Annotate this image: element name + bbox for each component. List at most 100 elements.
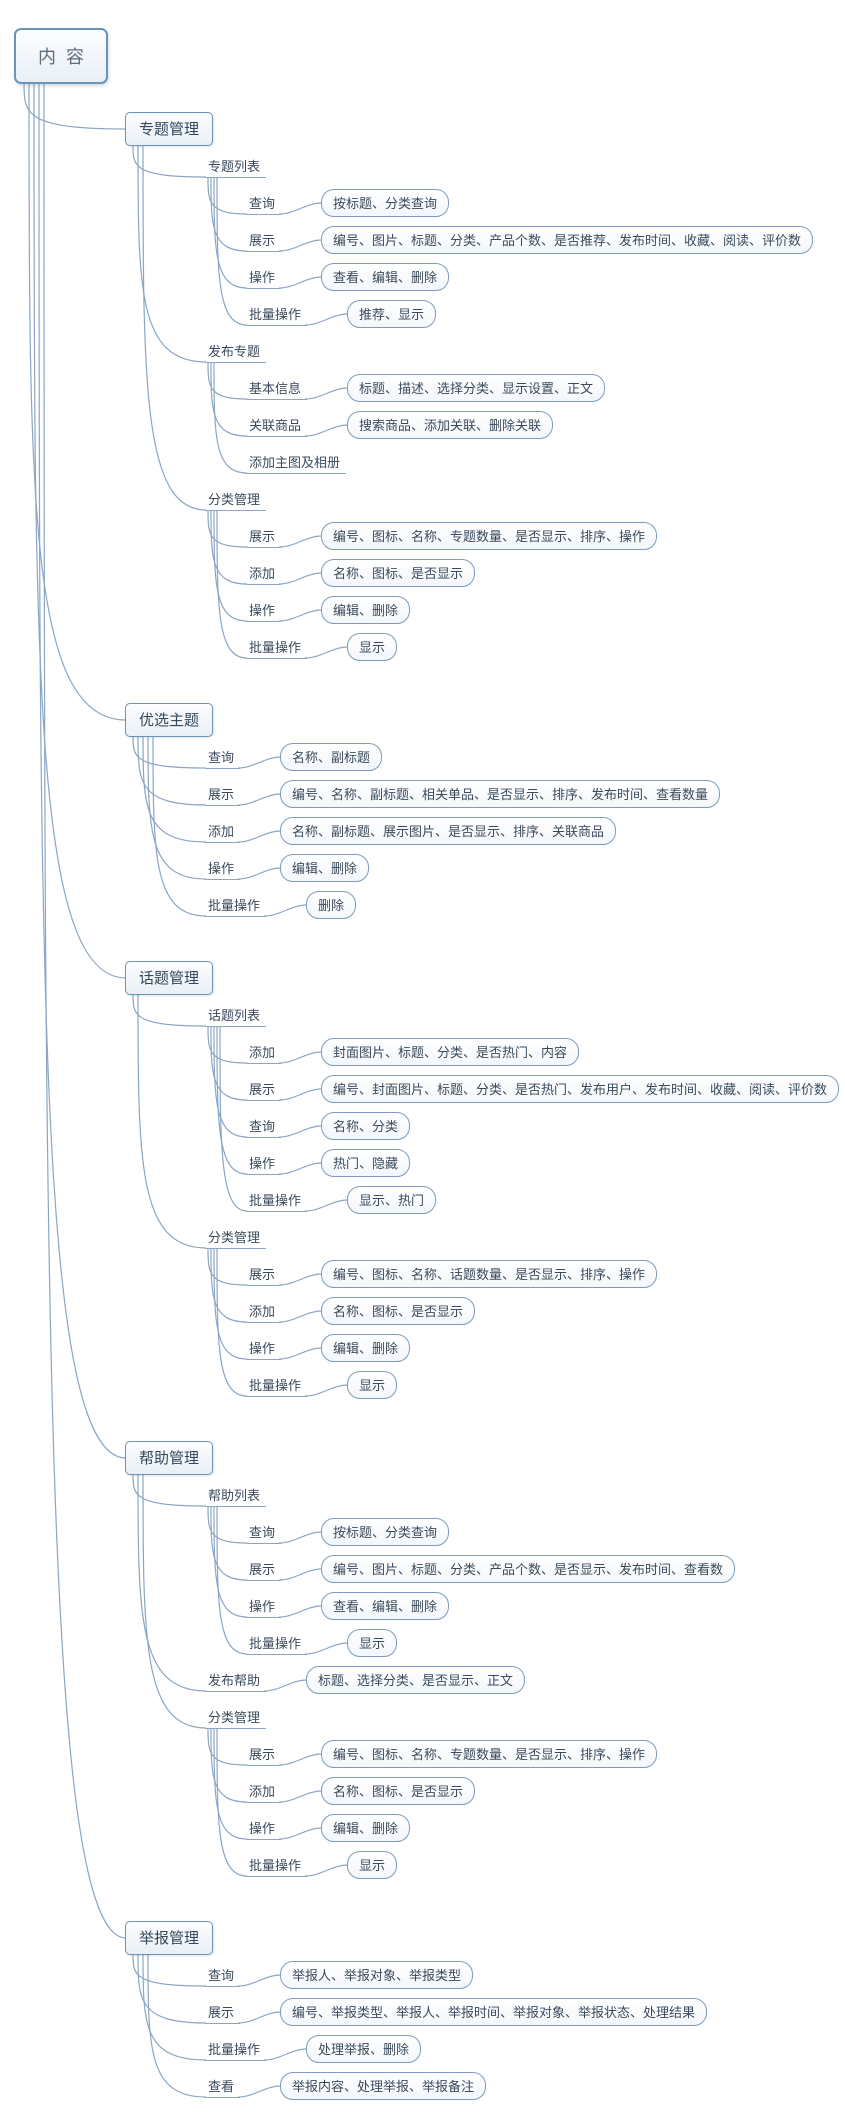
mindmap-node-topic[interactable]: 分类管理 bbox=[205, 488, 267, 511]
mindmap-node-topic[interactable]: 展示 bbox=[246, 229, 282, 252]
mindmap-node-topic[interactable]: 查询 bbox=[246, 1521, 282, 1544]
mindmap-node-detail[interactable]: 编辑、删除 bbox=[280, 854, 370, 882]
mindmap-node-topic[interactable]: 批量操作 bbox=[246, 1189, 308, 1212]
connector-line bbox=[137, 1473, 207, 1692]
mindmap-node-topic[interactable]: 展示 bbox=[205, 2001, 241, 2024]
mindmap-node-detail[interactable]: 显示 bbox=[347, 1629, 398, 1657]
mindmap-node-detail[interactable]: 查看、编辑、删除 bbox=[321, 263, 450, 291]
mindmap-node-topic[interactable]: 添加 bbox=[246, 1780, 282, 1803]
mindmap-node-detail[interactable]: 编号、图标、名称、专题数量、是否显示、排序、操作 bbox=[321, 1740, 658, 1768]
mindmap-node-topic[interactable]: 展示 bbox=[246, 1558, 282, 1581]
mindmap-node-detail[interactable]: 按标题、分类查询 bbox=[321, 1518, 450, 1546]
mindmap-node-detail[interactable]: 编号、图片、标题、分类、产品个数、是否显示、发布时间、查看数 bbox=[321, 1555, 736, 1583]
mindmap-node-root[interactable]: 内容 bbox=[14, 28, 108, 84]
mindmap-node-detail[interactable]: 热门、隐藏 bbox=[321, 1149, 411, 1177]
mindmap-node-detail[interactable]: 名称、副标题 bbox=[280, 743, 383, 771]
mindmap-node-topic[interactable]: 展示 bbox=[246, 1263, 282, 1286]
mindmap-node-topic[interactable]: 展示 bbox=[246, 525, 282, 548]
mindmap-node-branch[interactable]: 举报管理 bbox=[125, 1921, 214, 1955]
mindmap-node-topic[interactable]: 操作 bbox=[205, 857, 241, 880]
mindmap-node-detail[interactable]: 编号、举报类型、举报人、举报时间、举报对象、举报状态、处理结果 bbox=[280, 1998, 708, 2026]
mindmap-node-topic[interactable]: 查询 bbox=[246, 1115, 282, 1138]
mindmap-node-detail[interactable]: 处理举报、删除 bbox=[306, 2035, 422, 2063]
mindmap-node-topic[interactable]: 查询 bbox=[246, 192, 282, 215]
mindmap-node-detail[interactable]: 查看、编辑、删除 bbox=[321, 1592, 450, 1620]
connector-line bbox=[210, 176, 248, 252]
connector-line bbox=[304, 387, 349, 400]
mindmap-node-topic[interactable]: 展示 bbox=[246, 1743, 282, 1766]
mindmap-node-topic[interactable]: 操作 bbox=[246, 1817, 282, 1840]
mindmap-node-detail[interactable]: 标题、选择分类、是否显示、正文 bbox=[306, 1666, 526, 1694]
mindmap-node-topic[interactable]: 批量操作 bbox=[246, 1632, 308, 1655]
mindmap-node-detail[interactable]: 名称、分类 bbox=[321, 1112, 411, 1140]
mindmap-node-detail[interactable]: 编号、图标、名称、专题数量、是否显示、排序、操作 bbox=[321, 522, 658, 550]
mindmap-node-topic[interactable]: 添加 bbox=[246, 562, 282, 585]
mindmap-node-detail[interactable]: 编号、图标、名称、话题数量、是否显示、排序、操作 bbox=[321, 1260, 658, 1288]
mindmap-node-topic[interactable]: 专题列表 bbox=[205, 155, 267, 178]
connector-line bbox=[278, 1125, 323, 1138]
mindmap-node-detail[interactable]: 编辑、删除 bbox=[321, 596, 411, 624]
mindmap-node-detail[interactable]: 举报人、举报对象、举报类型 bbox=[280, 1961, 474, 1989]
mindmap-node-topic[interactable]: 批量操作 bbox=[246, 636, 308, 659]
mindmap-node-detail[interactable]: 编号、封面图片、标题、分类、是否热门、发布用户、发布时间、收藏、阅读、评价数 bbox=[321, 1075, 840, 1103]
mindmap-node-detail[interactable]: 名称、图标、是否显示 bbox=[321, 1777, 476, 1805]
mindmap-node-detail[interactable]: 显示 bbox=[347, 1851, 398, 1879]
mindmap-node-topic[interactable]: 分类管理 bbox=[205, 1706, 267, 1729]
connector-line bbox=[278, 1568, 323, 1581]
mindmap-node-topic[interactable]: 添加 bbox=[246, 1300, 282, 1323]
mindmap-node-topic[interactable]: 基本信息 bbox=[246, 377, 308, 400]
mindmap-node-detail[interactable]: 编号、图片、标题、分类、产品个数、是否推荐、发布时间、收藏、阅读、评价数 bbox=[321, 226, 814, 254]
mindmap-node-topic[interactable]: 添加 bbox=[246, 1041, 282, 1064]
mindmap-node-topic[interactable]: 话题列表 bbox=[205, 1004, 267, 1027]
mindmap-node-detail[interactable]: 名称、图标、是否显示 bbox=[321, 559, 476, 587]
mindmap-node-detail[interactable]: 名称、图标、是否显示 bbox=[321, 1297, 476, 1325]
mindmap-node-topic[interactable]: 批量操作 bbox=[246, 1854, 308, 1877]
mindmap-node-topic[interactable]: 批量操作 bbox=[246, 1374, 308, 1397]
mindmap-node-detail[interactable]: 删除 bbox=[306, 891, 357, 919]
mindmap-node-detail[interactable]: 搜索商品、添加关联、删除关联 bbox=[347, 411, 554, 439]
mindmap-node-detail[interactable]: 编辑、删除 bbox=[321, 1334, 411, 1362]
connector-line bbox=[152, 735, 207, 917]
mindmap-node-branch[interactable]: 优选主题 bbox=[125, 703, 214, 737]
mindmap-node-topic[interactable]: 展示 bbox=[246, 1078, 282, 1101]
mindmap-node-detail[interactable]: 显示、热门 bbox=[347, 1186, 437, 1214]
mindmap-node-detail[interactable]: 举报内容、处理举报、举报备注 bbox=[280, 2072, 487, 2100]
mindmap-node-topic[interactable]: 发布专题 bbox=[205, 340, 267, 363]
mindmap-node-topic[interactable]: 添加主图及相册 bbox=[246, 451, 347, 474]
mindmap-node-topic[interactable]: 操作 bbox=[246, 599, 282, 622]
mindmap-node-topic[interactable]: 操作 bbox=[246, 1595, 282, 1618]
mindmap-node-detail[interactable]: 标题、描述、选择分类、显示设置、正文 bbox=[347, 374, 606, 402]
connector-line bbox=[137, 1953, 207, 2024]
mindmap-node-detail[interactable]: 封面图片、标题、分类、是否热门、内容 bbox=[321, 1038, 580, 1066]
mindmap-node-topic[interactable]: 关联商品 bbox=[246, 414, 308, 437]
mindmap-node-detail[interactable]: 推荐、显示 bbox=[347, 300, 437, 328]
mindmap-node-topic[interactable]: 操作 bbox=[246, 266, 282, 289]
mindmap-node-detail[interactable]: 按标题、分类查询 bbox=[321, 189, 450, 217]
mindmap-node-topic[interactable]: 发布帮助 bbox=[205, 1669, 267, 1692]
mindmap-node-topic[interactable]: 查询 bbox=[205, 746, 241, 769]
connector-line bbox=[207, 176, 248, 215]
mindmap-node-detail[interactable]: 编号、名称、副标题、相关单品、是否显示、排序、发布时间、查看数量 bbox=[280, 780, 721, 808]
mindmap-node-topic[interactable]: 查询 bbox=[205, 1964, 241, 1987]
mindmap-node-detail[interactable]: 显示 bbox=[347, 1371, 398, 1399]
connector-line bbox=[207, 1505, 248, 1544]
mindmap-node-detail[interactable]: 名称、副标题、展示图片、是否显示、排序、关联商品 bbox=[280, 817, 617, 845]
mindmap-node-topic[interactable]: 展示 bbox=[205, 783, 241, 806]
mindmap-node-detail[interactable]: 显示 bbox=[347, 633, 398, 661]
mindmap-node-topic[interactable]: 查看 bbox=[205, 2075, 241, 2098]
mindmap-node-topic[interactable]: 批量操作 bbox=[205, 894, 267, 917]
mindmap-node-branch[interactable]: 专题管理 bbox=[125, 112, 214, 146]
connector-line bbox=[132, 144, 207, 178]
mindmap-node-topic[interactable]: 帮助列表 bbox=[205, 1484, 267, 1507]
mindmap-node-topic[interactable]: 操作 bbox=[246, 1152, 282, 1175]
mindmap-node-topic[interactable]: 批量操作 bbox=[246, 303, 308, 326]
mindmap-node-topic[interactable]: 操作 bbox=[246, 1337, 282, 1360]
connector-line bbox=[219, 1025, 248, 1212]
mindmap-node-branch[interactable]: 话题管理 bbox=[125, 961, 214, 995]
mindmap-node-topic[interactable]: 批量操作 bbox=[205, 2038, 267, 2061]
mindmap-node-branch[interactable]: 帮助管理 bbox=[125, 1441, 214, 1475]
mindmap-node-detail[interactable]: 编辑、删除 bbox=[321, 1814, 411, 1842]
mindmap-node-topic[interactable]: 添加 bbox=[205, 820, 241, 843]
mindmap-node-topic[interactable]: 分类管理 bbox=[205, 1226, 267, 1249]
